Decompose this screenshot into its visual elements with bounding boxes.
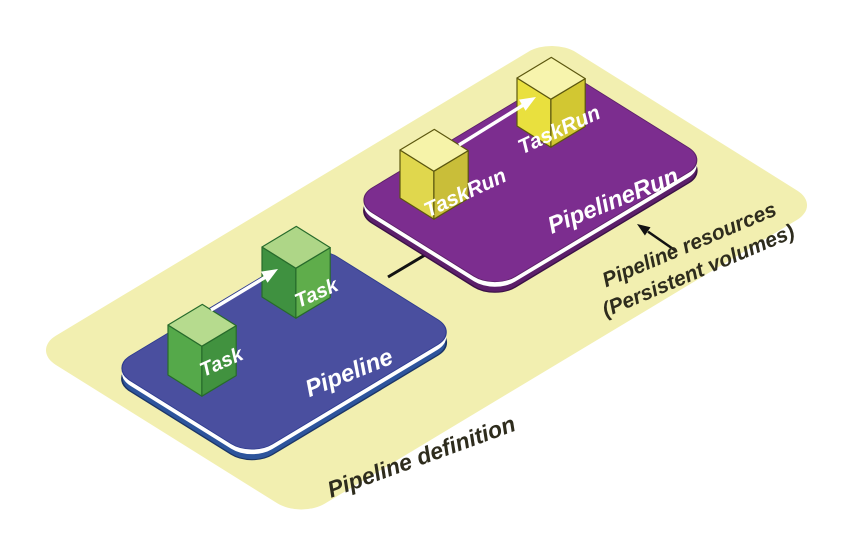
pipeline-plane-surface: [121, 250, 447, 450]
taskrun-cube-1: [399, 128, 469, 220]
taskrun-flow-arrow: [458, 97, 536, 147]
taskrun-cube-1-top-face: [399, 128, 469, 172]
connector-line: [387, 250, 431, 279]
task-flow-arrow: [210, 269, 278, 312]
pipelinerun-plane: [363, 78, 698, 293]
task-cube-2-top-face: [261, 225, 331, 269]
pipeline-plane: [121, 250, 448, 461]
taskrun-cube-2: [516, 56, 586, 148]
task-flow-arrowhead: [261, 269, 278, 283]
pipelinerun-plane-surface: [363, 78, 698, 283]
task-cube-1: [167, 303, 237, 397]
task-cube-1-top-face: [167, 303, 237, 347]
annotation-arrow: [637, 224, 677, 253]
taskrun-cube-2-top-face: [516, 56, 586, 100]
task-cube-2: [261, 225, 331, 319]
taskrun-flow-arrowhead: [519, 97, 536, 111]
annotation-arrowhead: [637, 224, 651, 236]
